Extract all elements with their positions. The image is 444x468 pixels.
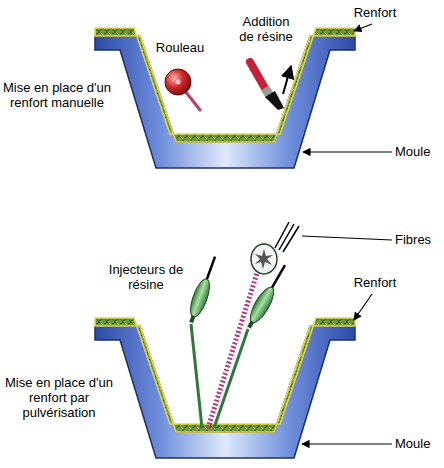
part-label: Fibres — [395, 232, 441, 247]
leader-line — [354, 24, 372, 31]
mold-manual — [95, 28, 355, 168]
mold-spray — [95, 318, 355, 458]
part-label: Moule — [395, 144, 441, 159]
roller — [165, 69, 200, 110]
part-label: Moule — [395, 436, 441, 451]
part-label: Mise en place d'un renfort manuelle — [2, 80, 112, 110]
mold — [95, 36, 355, 168]
part-label: Renfort — [345, 5, 405, 20]
reinforcement-layer — [95, 318, 355, 432]
leader-line — [303, 151, 392, 152]
mold — [95, 326, 355, 458]
part-label: Renfort — [345, 275, 405, 290]
leader-line — [354, 294, 372, 320]
part-label: Injecteurs de résine — [106, 262, 186, 292]
part-label: Mise en place d'un renfort par pulvérisa… — [2, 375, 116, 420]
resin-spray — [191, 324, 202, 428]
leader-line — [302, 236, 392, 240]
resin-injector — [185, 254, 222, 325]
brush — [250, 62, 291, 110]
part-label: Addition de résine — [234, 14, 298, 44]
leader-line — [302, 443, 392, 444]
reinforcement-layer — [95, 28, 355, 142]
part-label: Rouleau — [150, 40, 210, 55]
fiber-chopper — [251, 222, 299, 274]
resin-spray — [214, 329, 248, 428]
fiber-spray — [208, 270, 258, 428]
